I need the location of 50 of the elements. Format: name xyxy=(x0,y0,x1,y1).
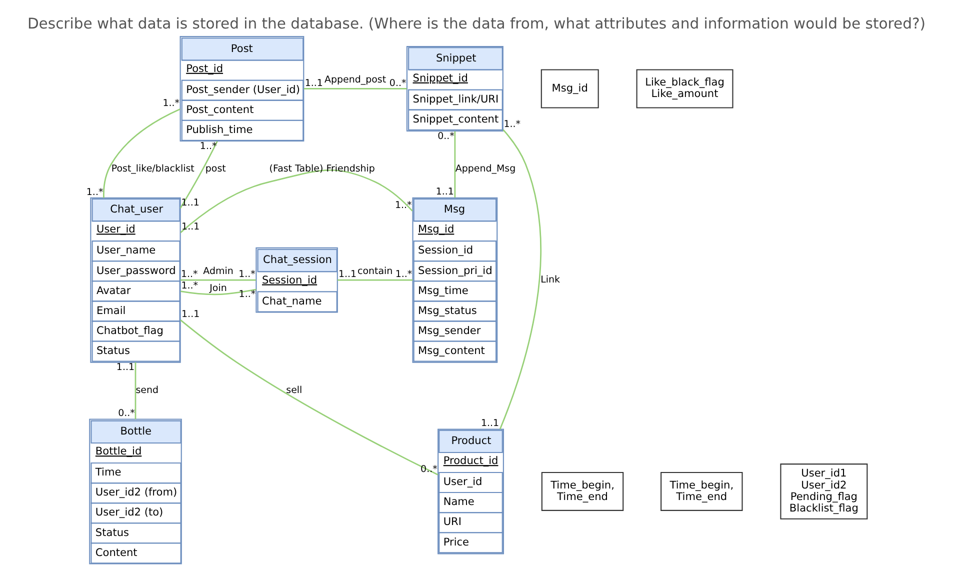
node-box: Time_begin, Time_end xyxy=(660,472,743,511)
label: 1..1 xyxy=(182,222,200,233)
label: 1..1 xyxy=(436,186,454,198)
label: 0..* xyxy=(118,408,135,420)
label: 1..1 xyxy=(304,78,323,89)
connector xyxy=(454,131,456,198)
label: 1..* xyxy=(200,140,217,152)
edge-label: sell xyxy=(286,385,302,396)
edge-label: Admin xyxy=(203,266,234,277)
label: 0..* xyxy=(420,464,438,475)
connector xyxy=(103,108,180,198)
edge-label: Link xyxy=(540,274,560,286)
label: 1..* xyxy=(181,280,198,292)
label: 1..1 xyxy=(182,309,200,320)
connector xyxy=(180,288,256,296)
label: 1..1 xyxy=(181,197,200,208)
label: 1..* xyxy=(162,98,180,110)
edge-label: post xyxy=(205,164,226,175)
edge-label: Append_Msg xyxy=(455,164,516,175)
edge-label: send xyxy=(136,385,158,396)
connector xyxy=(134,362,136,420)
diagram-title: Describe what data is stored in the database. (Where is the data from, what attributes and information would be stored?) xyxy=(27,15,926,32)
label: 1..* xyxy=(504,118,521,130)
label: 1..* xyxy=(395,269,412,280)
label: 1..* xyxy=(238,269,256,280)
edge-label: contain xyxy=(358,266,393,277)
node-box: Time_begin, Time_end xyxy=(541,472,624,511)
label: 0..* xyxy=(438,130,454,142)
connector xyxy=(180,279,256,281)
connector xyxy=(180,320,438,476)
connector xyxy=(304,88,407,90)
connector xyxy=(338,279,413,281)
node-box: Like_black_flag Like_amount xyxy=(636,69,734,108)
edge-label: Join xyxy=(210,282,227,294)
node-box: User_id1 User_id2 Pending_flag Blacklist_flag xyxy=(780,464,868,520)
label: 1..1 xyxy=(481,418,500,430)
connector xyxy=(499,129,542,430)
label: 1..* xyxy=(181,269,198,280)
label: 1..1 xyxy=(116,362,135,373)
label: 1..* xyxy=(394,200,412,212)
label: 0..* xyxy=(389,78,406,89)
edge-label: (Fast Table) Friendship xyxy=(269,164,375,175)
label: 1..1 xyxy=(338,269,357,280)
label: 1..* xyxy=(238,289,256,300)
edge-label: Append_post xyxy=(324,74,386,86)
connector xyxy=(180,141,218,209)
label: 1..* xyxy=(86,186,104,198)
connector xyxy=(180,169,413,234)
node-box: Msg_id xyxy=(540,69,599,108)
edge-label: Post_like/blacklist xyxy=(111,164,194,175)
